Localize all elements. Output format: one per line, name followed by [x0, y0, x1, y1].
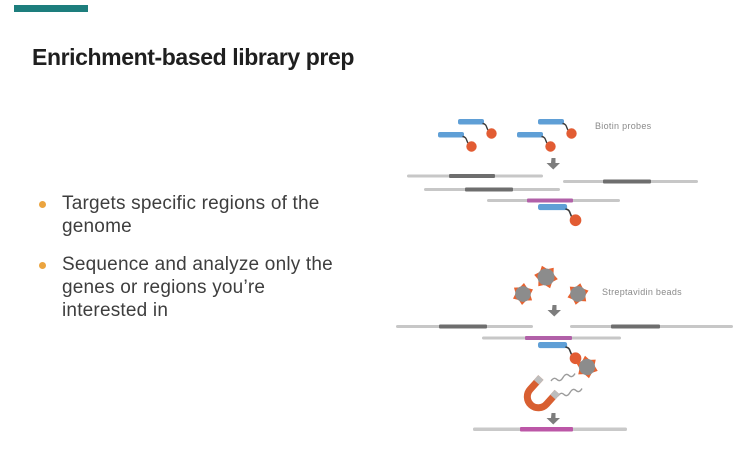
bullet-line: genome	[62, 216, 132, 237]
magnet-icon	[523, 373, 583, 412]
bullet-item: Targets specific regions of the genome	[39, 192, 399, 238]
target-fragment	[482, 336, 621, 381]
field-squiggle-icon	[550, 373, 576, 382]
target-fragment	[487, 198, 620, 227]
page-title: Enrichment-based library prep	[32, 44, 354, 70]
field-squiggle-icon	[557, 388, 583, 397]
down-arrow-icon	[547, 305, 561, 317]
dna-fragment	[407, 174, 698, 192]
bullet-dot-icon	[39, 201, 46, 208]
down-arrow-icon	[546, 158, 560, 170]
bullet-line: Sequence and analyze only the	[62, 254, 333, 275]
bullet-text: Targets specific regions of the genome	[62, 192, 320, 238]
streptavidin-beads-label: Streptavidin beads	[602, 287, 682, 297]
bullet-line: genes or regions you’re	[62, 277, 266, 298]
biotin-probe-icon	[537, 203, 583, 227]
biotin-probe-icon	[537, 341, 583, 365]
bullet-item: Sequence and analyze only the genes or r…	[39, 253, 399, 322]
bullet-line: interested in	[62, 300, 169, 321]
bullet-list: Targets specific regions of the genome S…	[39, 192, 399, 322]
bullet-text: Sequence and analyze only the genes or r…	[62, 253, 333, 322]
biotin-probe-icon	[437, 118, 578, 153]
bullet-dot-icon	[39, 262, 46, 269]
biotin-probes-label: Biotin probes	[595, 121, 652, 131]
bullet-line: Targets specific regions of the	[62, 193, 320, 214]
brand-bar	[14, 5, 88, 12]
target-fragment	[473, 427, 627, 432]
dna-fragment	[396, 324, 733, 329]
streptavidin-bead-icon	[508, 264, 592, 309]
down-arrow-icon	[546, 413, 560, 425]
